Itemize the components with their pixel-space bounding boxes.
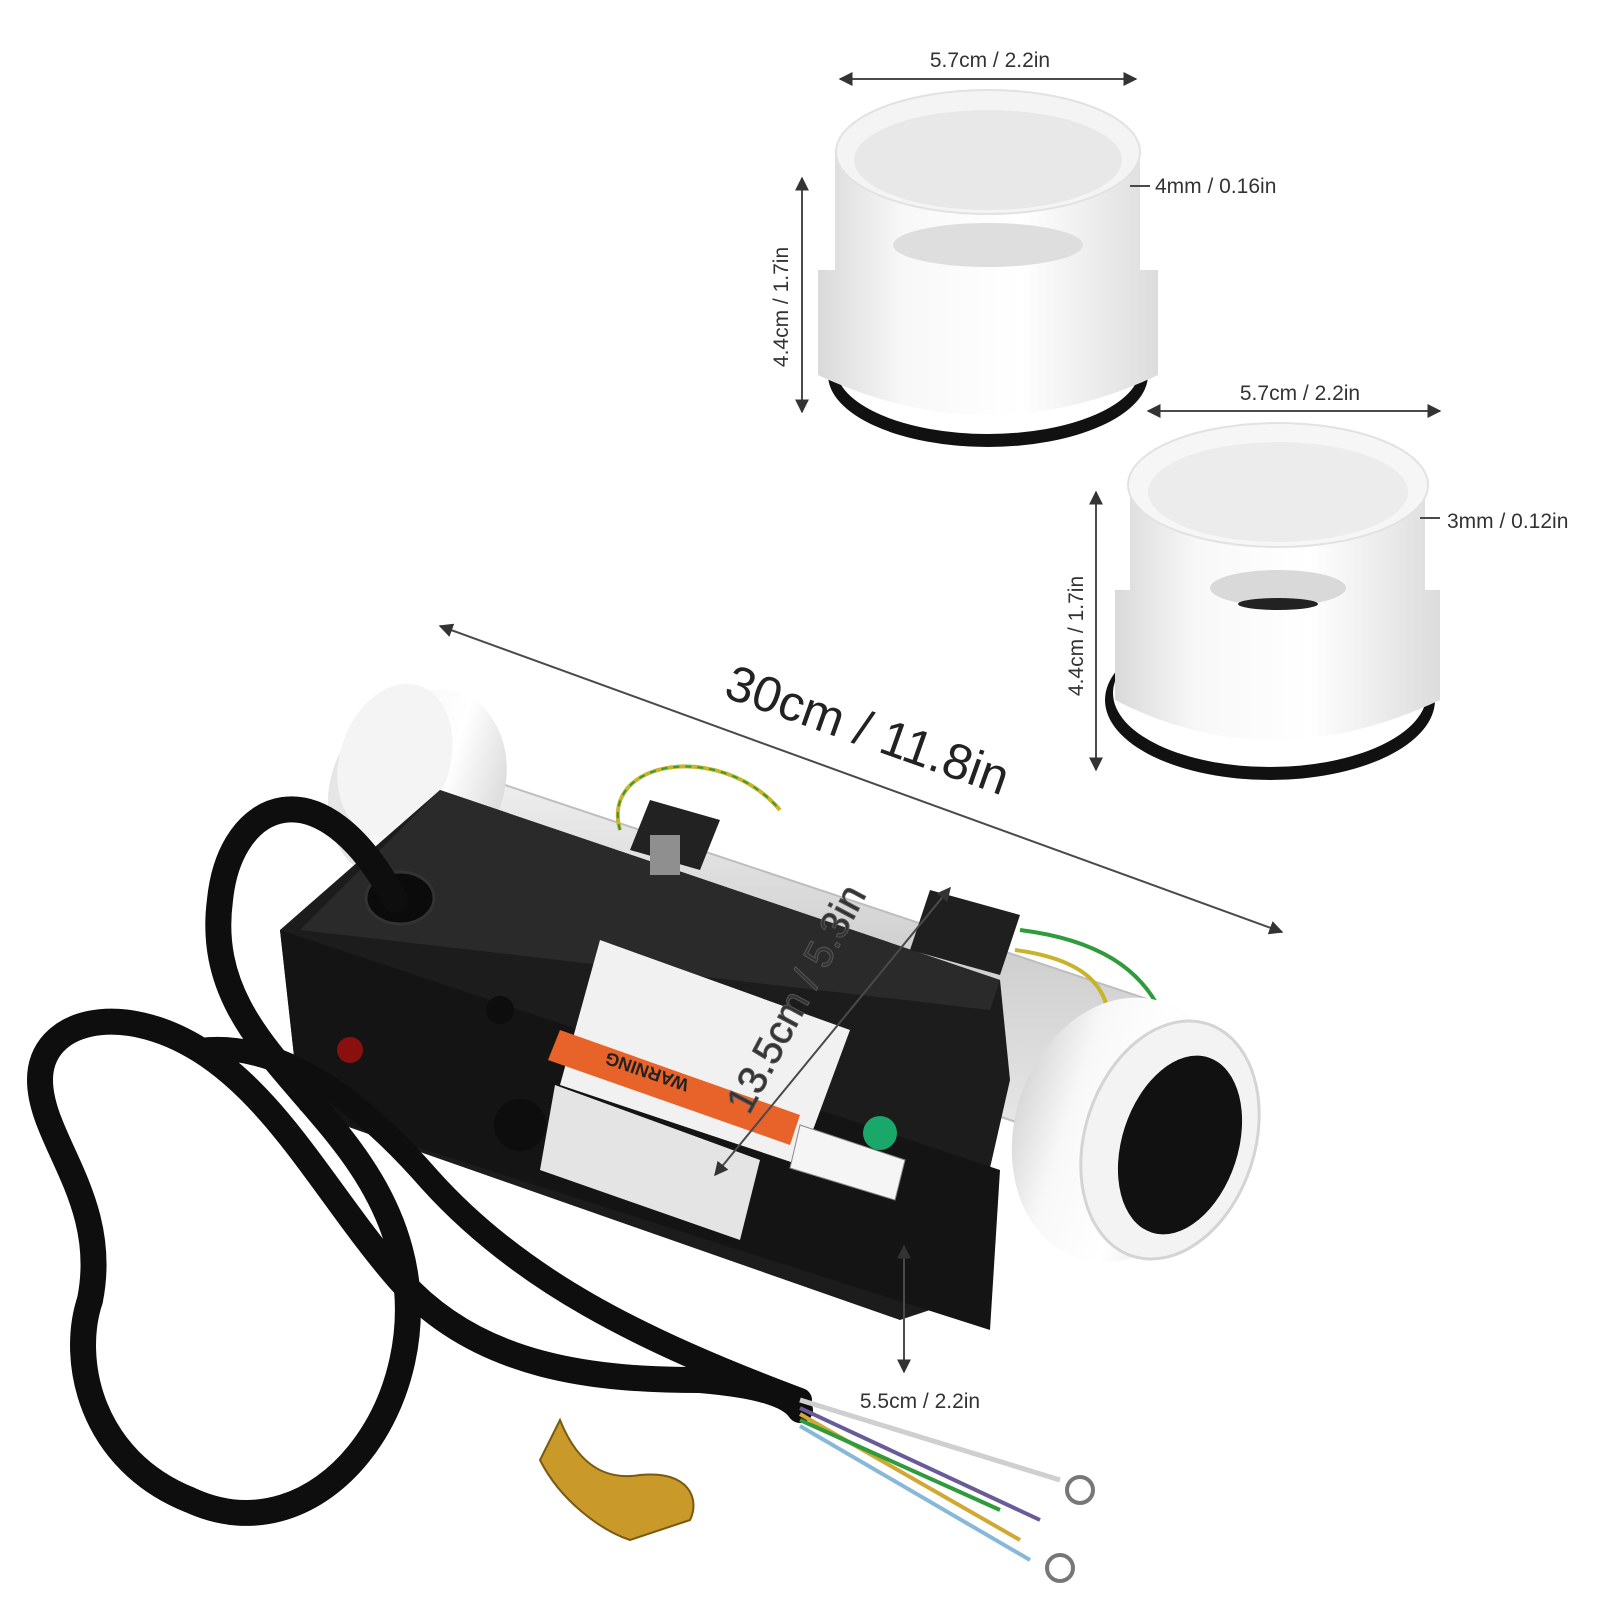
- dimension-label: 3mm / 0.12in: [1447, 510, 1568, 533]
- dimension-fitting2-width: 5.7cm / 2.2in: [1146, 382, 1442, 418]
- dimension-label: 4.4cm / 1.7in: [1065, 576, 1088, 696]
- rating-plate: [540, 1085, 760, 1240]
- power-cable: [26, 796, 813, 1542]
- wire-leads: [798, 1397, 1095, 1583]
- dimension-label: 5.5cm / 2.2in: [860, 1390, 980, 1413]
- dimension-label: 4mm / 0.16in: [1155, 175, 1276, 198]
- dimension-fitting1-width: 5.7cm / 2.2in: [838, 49, 1138, 86]
- dimension-fitting2-height: 4.4cm / 1.7in: [1065, 490, 1103, 772]
- pipe-fitting-large: [818, 89, 1158, 447]
- pipe-fitting-small: [1105, 422, 1440, 780]
- dimension-label: 5.7cm / 2.2in: [930, 49, 1050, 72]
- ring-terminal: [1045, 1553, 1075, 1583]
- dimension-label: 4.4cm / 1.7in: [770, 247, 793, 367]
- right-union-nut: [1011, 997, 1261, 1263]
- red-indicator-light: [337, 1037, 363, 1063]
- dimension-fitting1-height: 4.4cm / 1.7in: [770, 176, 809, 414]
- dimension-fitting2-wall: 3mm / 0.12in: [1420, 510, 1568, 533]
- dimension-heater-height: 5.5cm / 2.2in: [860, 1244, 980, 1413]
- ring-terminal: [1065, 1475, 1095, 1505]
- dimension-label: 5.7cm / 2.2in: [1240, 382, 1360, 405]
- dimension-label: 30cm / 11.8in: [719, 654, 1017, 806]
- dimension-fitting1-wall: 4mm / 0.16in: [1130, 175, 1276, 198]
- green-indicator-light: [863, 1116, 897, 1150]
